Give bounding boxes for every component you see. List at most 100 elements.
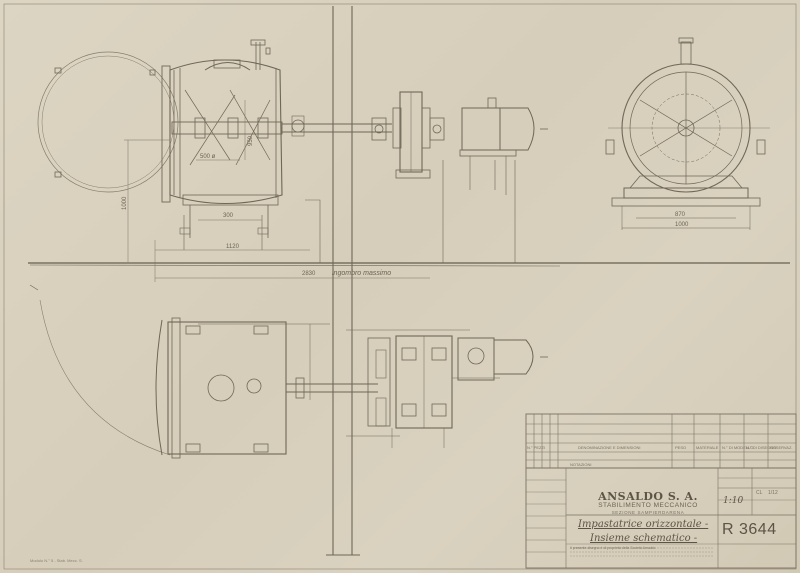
blade: [229, 89, 271, 161]
mixer-plan-view: [39, 299, 378, 459]
tb-mark-2: 1/12: [768, 490, 778, 496]
tb-header-material: MATERIALE: [696, 445, 719, 450]
tb-property-note: Il presente disegno è di proprietà della…: [570, 546, 656, 550]
drum-end-plate: [161, 65, 171, 203]
bearing: [421, 107, 431, 149]
plan-gear-detail: [401, 347, 417, 361]
ground-line-under: [29, 264, 561, 267]
subdivision-name: SEZIONE SAMPIERDARENA: [611, 510, 685, 515]
reducer-cap: [487, 97, 497, 109]
plan-foot: [185, 325, 201, 335]
plan-gear-detail: [401, 403, 417, 417]
hub: [194, 117, 206, 139]
arc-start-mark: [29, 284, 39, 291]
filler-cap: [250, 39, 266, 46]
hub: [257, 117, 269, 139]
motor: [499, 107, 535, 151]
elevation-dimensions: [124, 100, 430, 282]
blade: [189, 94, 236, 166]
dim-300: 300: [223, 213, 234, 219]
plan-gear-detail: [431, 403, 447, 417]
plan-bearing: [375, 349, 387, 379]
blade: [184, 89, 231, 161]
plan-end-plate: [171, 317, 181, 459]
tb-header-drawing: N.° DI DISEGNO: [746, 445, 777, 450]
reducer: [461, 107, 501, 151]
coupling: [429, 117, 445, 141]
plan-bearing-block: [367, 337, 391, 427]
plan-foot: [253, 443, 269, 453]
plan-reducer: [457, 337, 495, 381]
bearing: [392, 107, 402, 149]
tb-header-notes: OSSERVAZ.: [770, 445, 793, 450]
title-block: [525, 413, 797, 569]
bolt-plate: [179, 227, 191, 235]
pedestal: [305, 199, 321, 263]
side-filler: [680, 41, 692, 65]
dim-ingombro: ingombro massimo: [332, 270, 392, 277]
plan-hatch: [207, 374, 235, 402]
tb-mark-1: CL: [756, 490, 763, 496]
plan-gear-detail: [431, 347, 447, 361]
side-lug: [605, 139, 615, 155]
plan-foot: [185, 443, 201, 453]
drawing-scale: 1:10: [723, 496, 744, 506]
tb-header-weight: PESO: [675, 445, 687, 450]
drive-train-plan: [346, 329, 548, 448]
plan-gland: [295, 377, 305, 399]
sheet-border: [3, 3, 797, 570]
dim-1120: 1120: [226, 244, 239, 250]
coupling-hub: [432, 124, 442, 134]
side-foundation: [611, 197, 761, 207]
hub: [227, 117, 239, 139]
dim-1000-horizontal: 1000: [675, 222, 689, 228]
blade: [235, 99, 271, 166]
gear-base: [395, 169, 431, 179]
plan-drum: [167, 321, 287, 455]
dim-500: 500 ø: [200, 154, 216, 160]
drawing-title-line1: Impastatrice orizzontale -: [578, 519, 709, 530]
dim-870: 870: [675, 212, 686, 218]
drawing-title-line2: Insieme schematico -: [590, 533, 698, 544]
division-name: STABILIMENTO MECCANICO: [598, 502, 698, 509]
drive-train-elevation: [371, 91, 548, 263]
title-block-frame: [525, 413, 797, 569]
dim-2830: 2830: [302, 271, 316, 277]
tb-header-description: DENOMINAZIONE E DIMENSIONI: [578, 445, 641, 450]
side-saddle: [629, 175, 743, 189]
plan-foot: [253, 325, 269, 335]
plan-motor: [493, 339, 534, 375]
lug: [149, 69, 156, 76]
dim-950: 950: [248, 135, 254, 146]
coupling-hub: [374, 124, 384, 134]
filler-valve: [265, 47, 271, 55]
mixer-elevation: [37, 39, 392, 263]
mixer-side-view: [605, 37, 770, 230]
plan-reducer-gear: [467, 347, 485, 365]
plan-filler: [246, 378, 262, 394]
motor-base: [459, 149, 517, 157]
gauge-bracket: [291, 115, 305, 137]
plan-lid: [155, 319, 163, 456]
tb-row-label: NOTAZIONI: [570, 462, 592, 467]
coupling: [371, 117, 387, 141]
main-shaft-housing: [171, 121, 283, 135]
drum-body: [169, 59, 283, 204]
drawing-number: R 3644: [722, 521, 777, 538]
bolt-plate: [257, 227, 269, 235]
lid-swing-circle-inner: [41, 55, 175, 189]
plan-swing-arc: [39, 299, 171, 456]
base-frame: [182, 194, 279, 206]
company-name: ANSALDO S. A.: [598, 490, 698, 503]
dim-1000-vertical: 1000: [122, 196, 128, 210]
lug: [54, 67, 62, 74]
lug: [54, 171, 62, 178]
drum-dome: [204, 62, 251, 71]
tb-header-model: N.° DI MODELLO: [722, 445, 754, 450]
gauge: [291, 119, 305, 133]
side-base: [623, 187, 749, 199]
top-hatch: [213, 59, 241, 69]
side-filler-cap: [678, 37, 694, 44]
